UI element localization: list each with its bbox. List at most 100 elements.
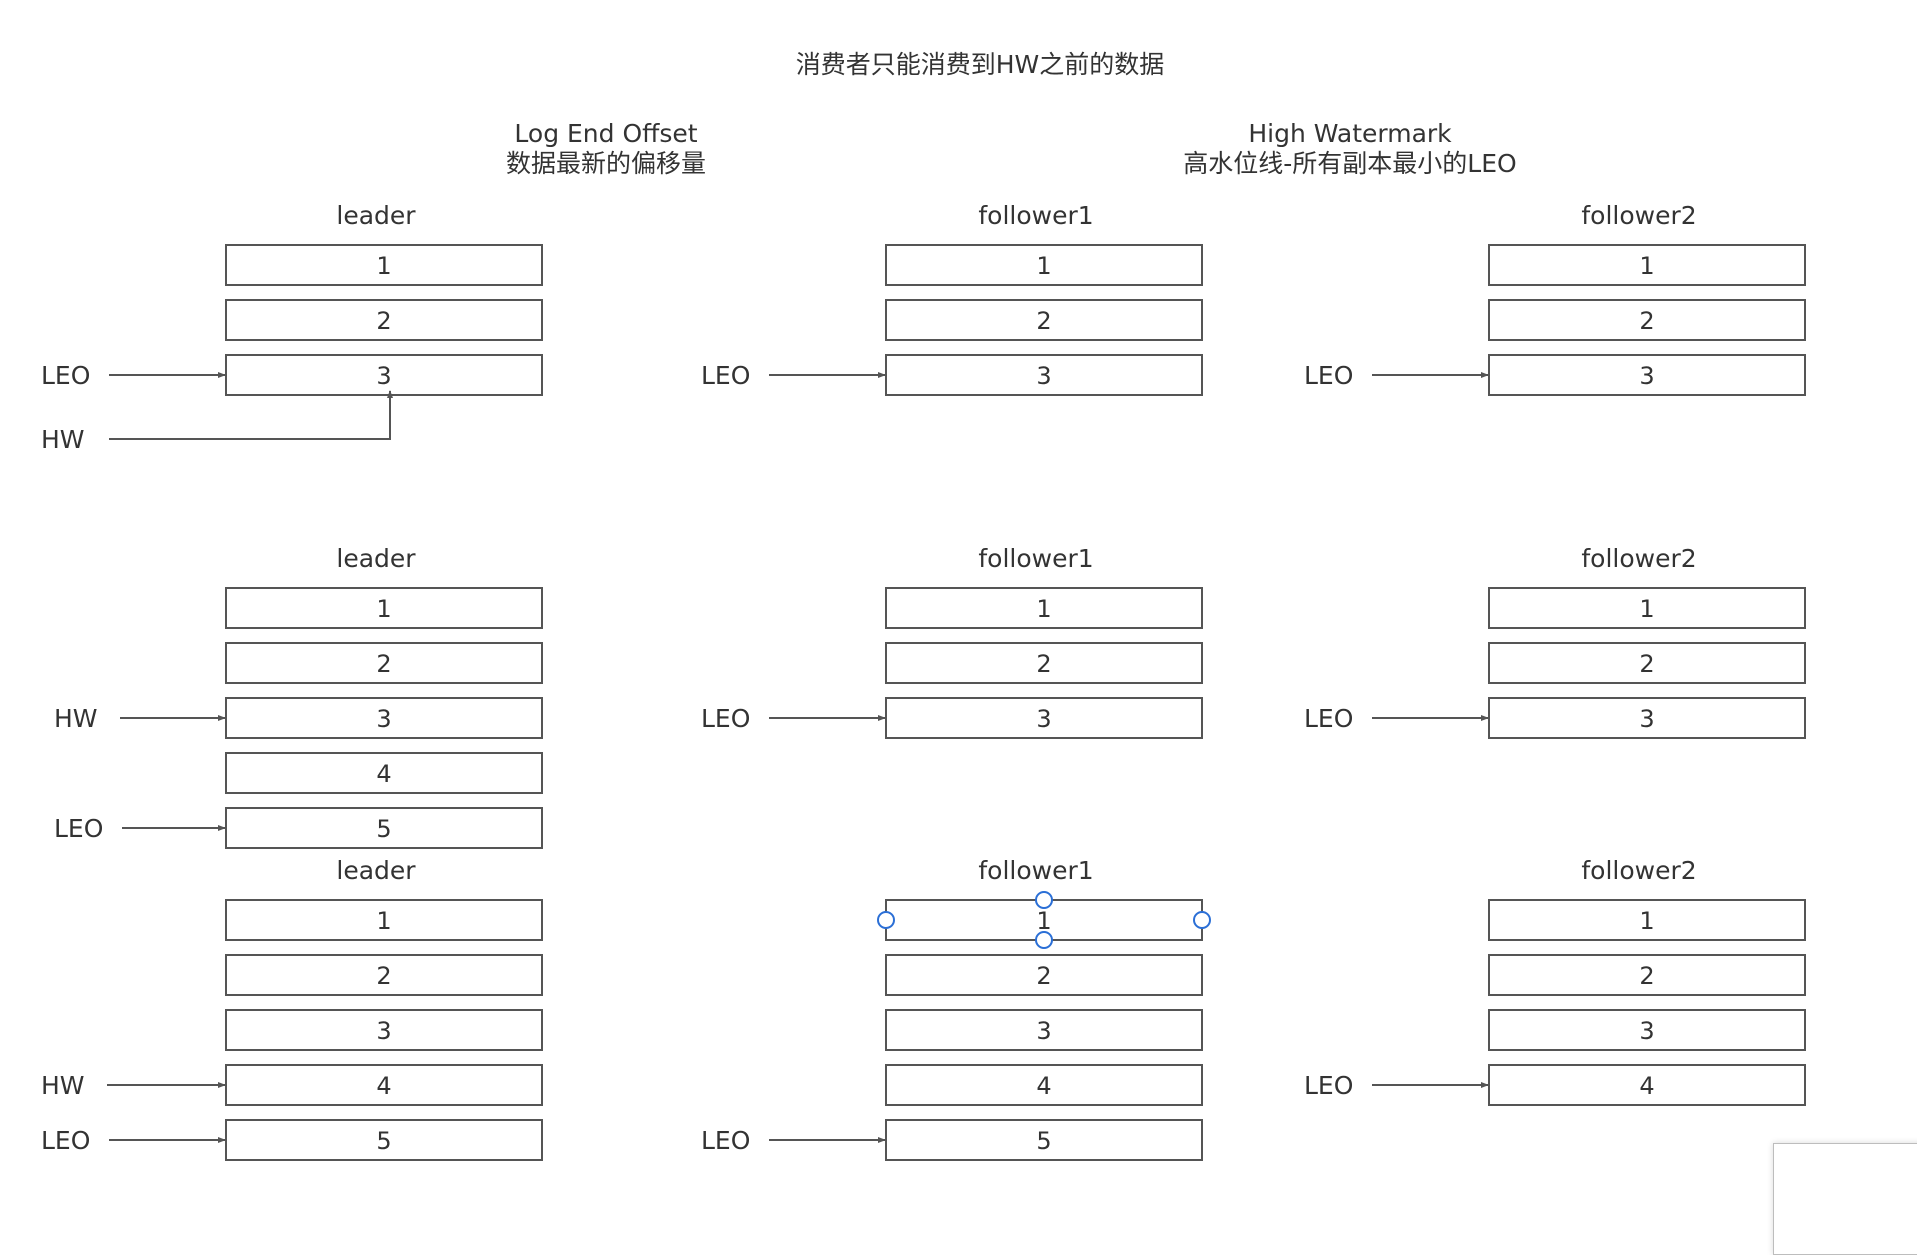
group-leader-6: leader 1 2 3 4 5 HW LEO [41, 856, 543, 1161]
log-cell[interactable] [885, 244, 1203, 286]
log-cell[interactable] [1488, 354, 1806, 396]
hw-header-line1: High Watermark [1248, 119, 1452, 148]
group-title-follower2: follower2 [1581, 201, 1696, 230]
log-cell[interactable] [885, 299, 1203, 341]
log-cell-offset: 1 [1036, 907, 1051, 935]
log-cell[interactable] [1488, 697, 1806, 739]
log-cell-offset: 2 [1036, 650, 1051, 678]
replica-groups: leader123LEOHWfollower1123LEOfollower212… [41, 201, 1806, 1161]
log-cell[interactable] [225, 899, 543, 941]
log-cell-offset: 2 [1036, 307, 1051, 335]
group-title-follower1: follower1 [978, 544, 1093, 573]
hw-header-line2: 高水位线-所有副本最小的LEO [1183, 149, 1517, 178]
log-cell-offset: 1 [376, 907, 391, 935]
log-cell[interactable] [885, 954, 1203, 996]
log-cell[interactable] [225, 1064, 543, 1106]
log-cell[interactable] [885, 354, 1203, 396]
leo-header: Log End Offset 数据最新的偏移量 [456, 119, 756, 179]
log-cell[interactable] [225, 954, 543, 996]
resize-handle-top[interactable] [1035, 891, 1053, 909]
log-cell[interactable] [885, 1009, 1203, 1051]
leo-header-line1: Log End Offset [514, 119, 698, 148]
log-cell-offset: 5 [376, 1127, 391, 1155]
log-cell-offset: 2 [1639, 307, 1654, 335]
log-cell-offset: 1 [376, 252, 391, 280]
group-follower1-1: follower1 1 2 3 LEO [701, 201, 1203, 396]
log-cell-offset: 1 [376, 595, 391, 623]
pointer-label-leo: LEO [1304, 361, 1353, 390]
log-cell[interactable] [885, 697, 1203, 739]
log-cell[interactable] [225, 1009, 543, 1051]
group-title-leader: leader [336, 544, 416, 573]
log-cell-offset: 2 [1639, 962, 1654, 990]
resize-handle-left[interactable] [877, 911, 895, 929]
pointer-label-leo: LEO [1304, 1071, 1353, 1100]
pointer-label-leo: LEO [54, 814, 103, 843]
log-cell[interactable] [225, 642, 543, 684]
group-title-follower1: follower1 [978, 201, 1093, 230]
log-cell-offset: 4 [1036, 1072, 1051, 1100]
group-follower2-8: follower2 1 2 3 4 LEO [1304, 856, 1806, 1106]
log-cell[interactable] [885, 1119, 1203, 1161]
log-cell-offset: 3 [1036, 362, 1051, 390]
side-panel[interactable] [1773, 1143, 1917, 1255]
log-cell-offset: 3 [1639, 1017, 1654, 1045]
log-cell[interactable] [1488, 1009, 1806, 1051]
log-cell[interactable] [225, 807, 543, 849]
group-title-leader: leader [336, 201, 416, 230]
pointer-label-leo: LEO [41, 361, 90, 390]
hw-header: High Watermark 高水位线-所有副本最小的LEO [1150, 119, 1550, 179]
resize-handle-bottom[interactable] [1035, 931, 1053, 949]
group-title-leader: leader [336, 856, 416, 885]
log-cell[interactable] [225, 299, 543, 341]
log-cell[interactable] [885, 1064, 1203, 1106]
log-cell-offset: 2 [1036, 962, 1051, 990]
log-cell[interactable] [225, 1119, 543, 1161]
log-cell-offset: 3 [1639, 362, 1654, 390]
pointer-label-leo: LEO [701, 1126, 750, 1155]
log-cell-offset: 4 [376, 1072, 391, 1100]
log-cell-offset: 1 [1036, 595, 1051, 623]
log-cell[interactable] [1488, 954, 1806, 996]
pointer-label-leo: LEO [41, 1126, 90, 1155]
log-cell[interactable] [1488, 299, 1806, 341]
log-cell[interactable] [885, 642, 1203, 684]
pointer-label-hw: HW [54, 704, 98, 733]
log-cell-offset: 3 [376, 1017, 391, 1045]
log-cell-offset: 1 [1639, 907, 1654, 935]
group-follower2-2: follower2 1 2 3 LEO [1304, 201, 1806, 396]
group-follower1-4: follower1 1 2 3 LEO [701, 544, 1203, 739]
log-cell[interactable] [1488, 244, 1806, 286]
log-cell-offset: 3 [1036, 1017, 1051, 1045]
log-cell[interactable] [885, 587, 1203, 629]
log-cell[interactable] [1488, 899, 1806, 941]
log-cell[interactable] [1488, 642, 1806, 684]
pointer-label-leo: LEO [701, 361, 750, 390]
log-cell[interactable] [225, 587, 543, 629]
log-cell[interactable] [225, 697, 543, 739]
log-cell-offset: 1 [1639, 595, 1654, 623]
pointer-label-hw: HW [41, 1071, 85, 1100]
pointer-label-leo: LEO [701, 704, 750, 733]
log-cell-offset: 2 [376, 307, 391, 335]
log-cell[interactable] [225, 354, 543, 396]
log-cell[interactable] [225, 752, 543, 794]
log-cell-offset: 2 [376, 962, 391, 990]
log-cell-offset: 1 [1036, 252, 1051, 280]
log-cell-offset: 3 [376, 705, 391, 733]
log-cell-offset: 1 [1639, 252, 1654, 280]
resize-handle-right[interactable] [1193, 911, 1211, 929]
log-cell[interactable] [1488, 1064, 1806, 1106]
group-title-follower2: follower2 [1581, 856, 1696, 885]
group-title-follower2: follower2 [1581, 544, 1696, 573]
log-cell-offset: 5 [1036, 1127, 1051, 1155]
log-cell[interactable] [225, 244, 543, 286]
log-cell[interactable] [1488, 587, 1806, 629]
log-cell-offset: 4 [1639, 1072, 1654, 1100]
log-cell-offset: 3 [1036, 705, 1051, 733]
log-cell-offset: 4 [376, 760, 391, 788]
